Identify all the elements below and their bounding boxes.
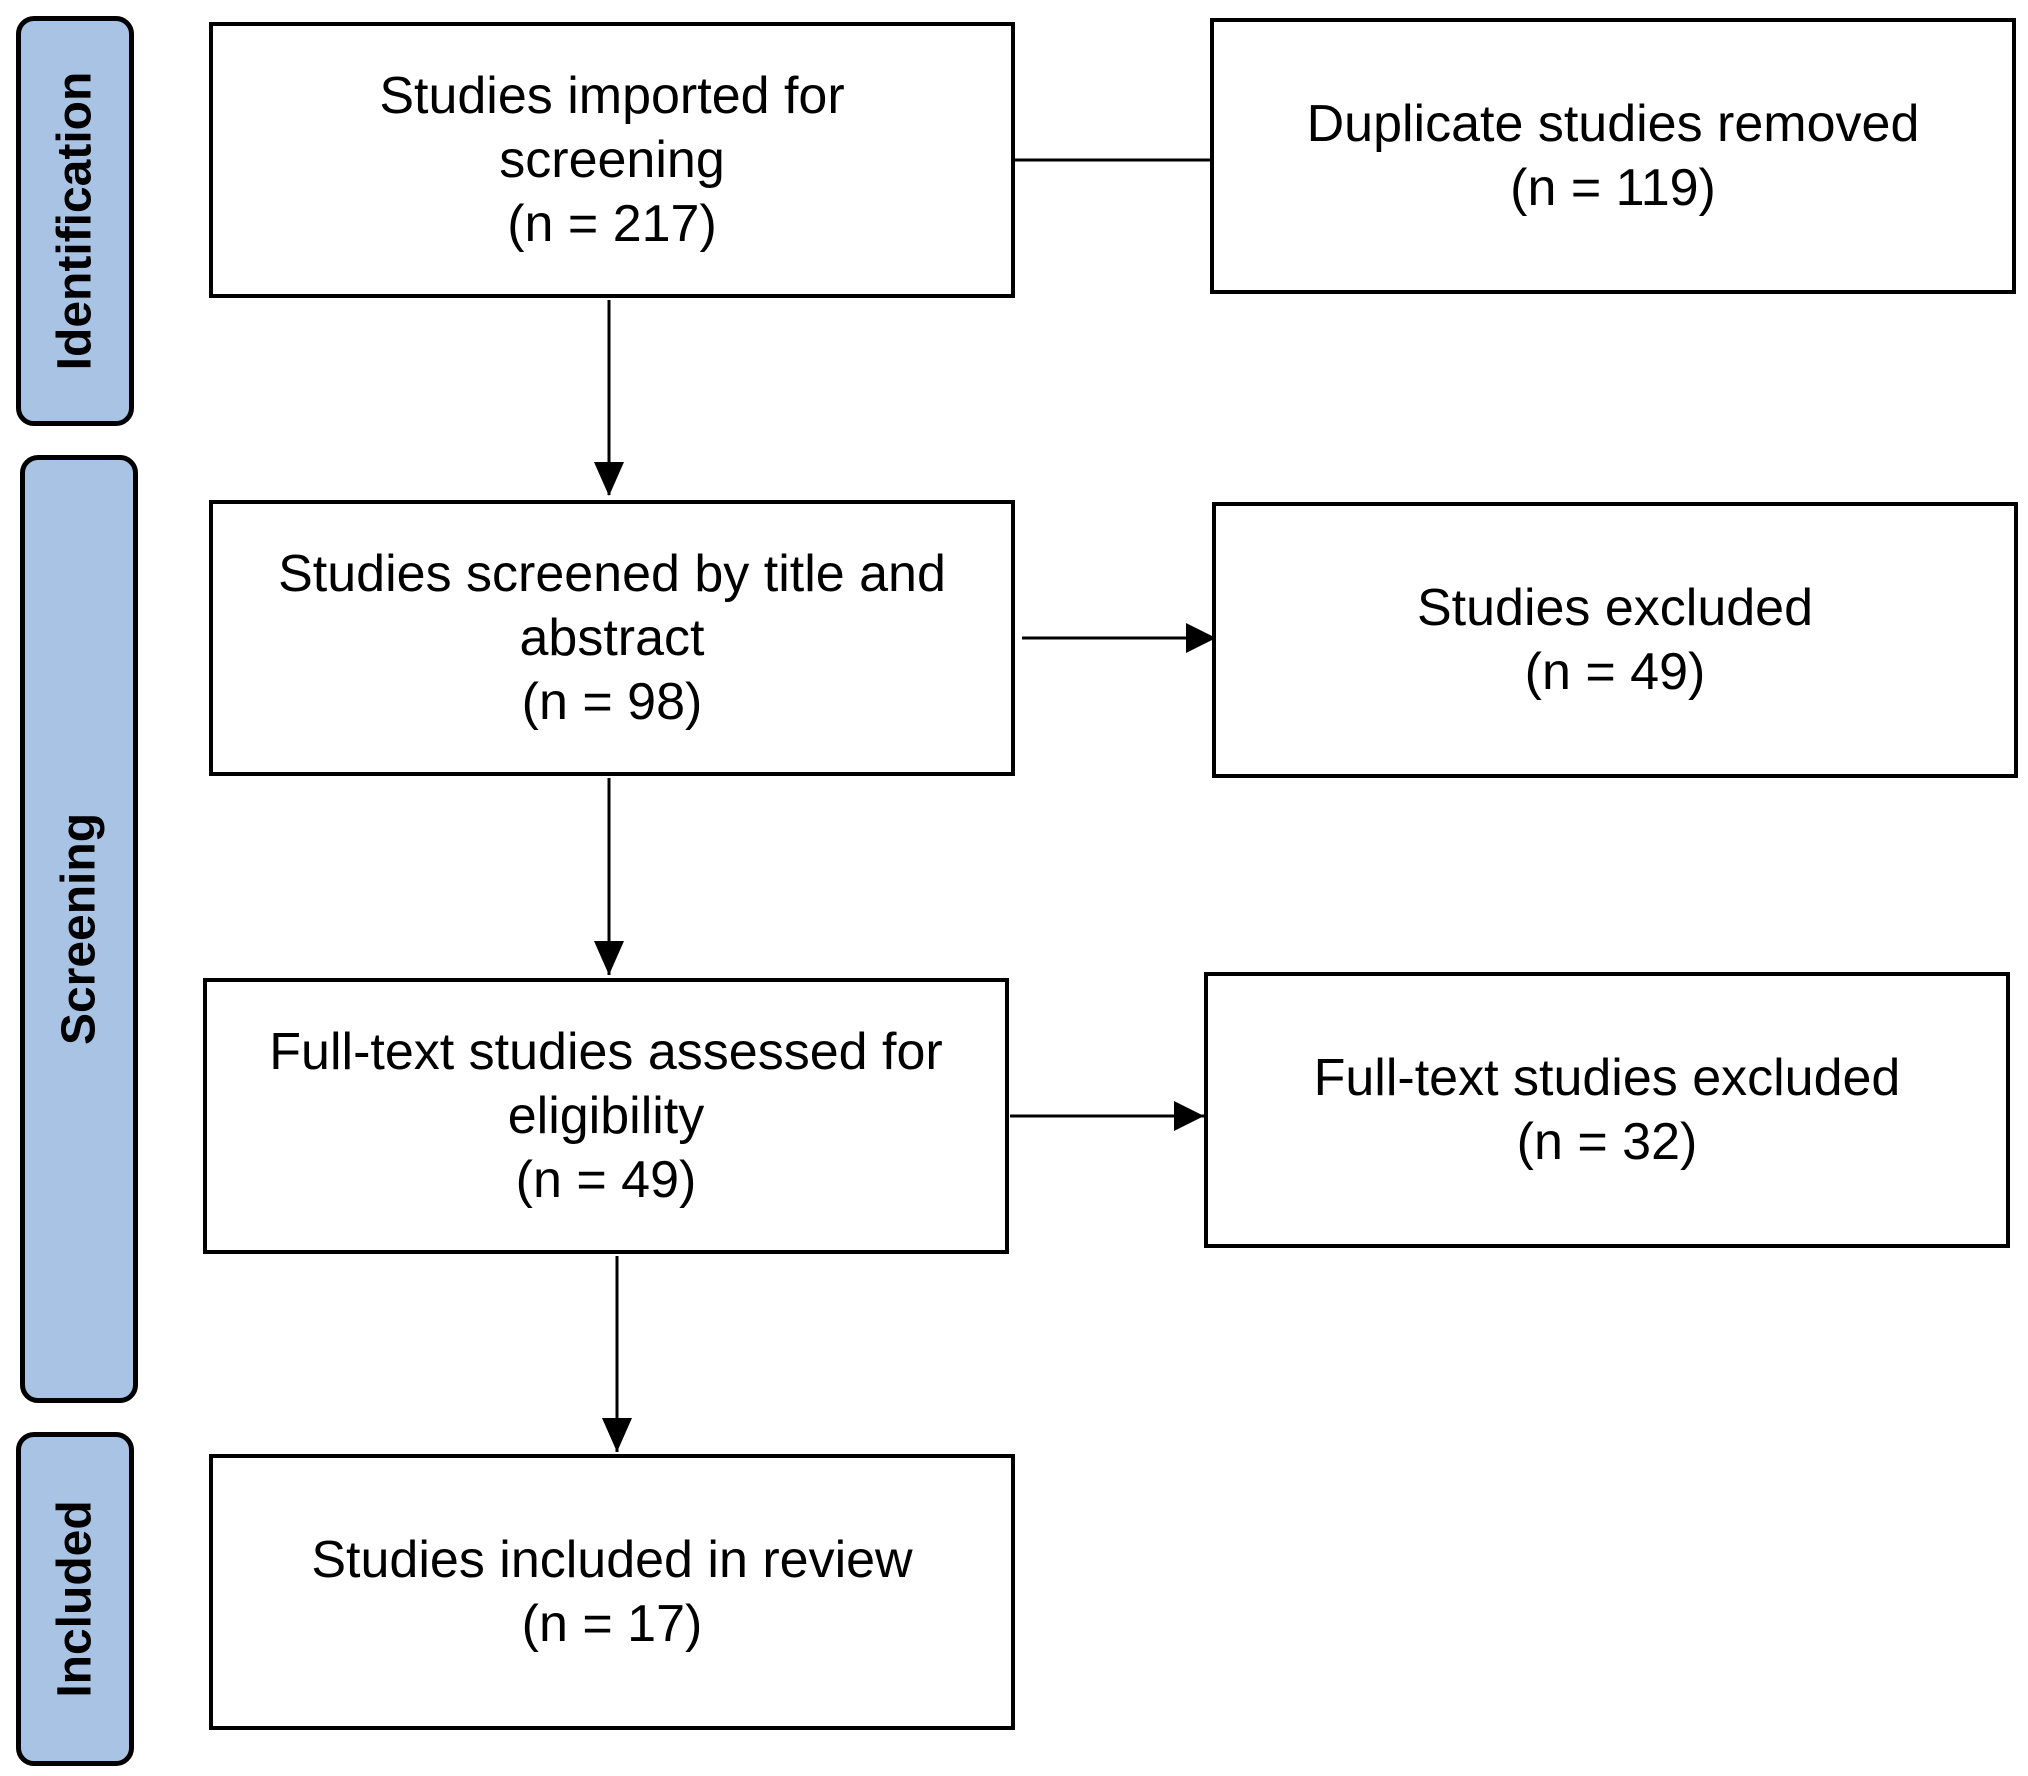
phase-identification: Identification bbox=[16, 16, 134, 426]
arrowhead-fulltext bbox=[594, 941, 624, 975]
phase-screening: Screening bbox=[20, 455, 138, 1403]
box-duplicates-removed-count: (n = 119) bbox=[1510, 159, 1716, 217]
arrowhead-included bbox=[602, 1418, 632, 1452]
box-studies-screened-label: Studies screened by title and abstract bbox=[278, 545, 946, 667]
box-duplicates-removed-label: Duplicate studies removed bbox=[1306, 95, 1920, 153]
box-studies-excluded-label: Studies excluded bbox=[1416, 579, 1814, 637]
box-fulltext-excluded-count: (n = 32) bbox=[1516, 1113, 1698, 1171]
arrowhead-fulltext-excluded bbox=[1174, 1101, 1204, 1131]
box-studies-excluded-count: (n = 49) bbox=[1524, 643, 1706, 701]
box-studies-imported-count: (n = 217) bbox=[507, 195, 717, 253]
box-fulltext-assessed-label: Full-text studies assessed for eligibili… bbox=[269, 1023, 943, 1145]
box-studies-excluded: Studies excluded (n = 49) bbox=[1212, 502, 2018, 778]
box-fulltext-excluded: Full-text studies excluded (n = 32) bbox=[1204, 972, 2010, 1248]
phase-included: Included bbox=[16, 1432, 134, 1766]
box-studies-screened-count: (n = 98) bbox=[521, 673, 703, 731]
arrowhead-excluded bbox=[1186, 623, 1216, 653]
box-studies-screened: Studies screened by title and abstract (… bbox=[209, 500, 1015, 776]
box-studies-imported-label: Studies imported for screening bbox=[379, 67, 845, 189]
box-fulltext-assessed: Full-text studies assessed for eligibili… bbox=[203, 978, 1009, 1254]
box-fulltext-excluded-label: Full-text studies excluded bbox=[1313, 1049, 1901, 1107]
box-studies-included: Studies included in review (n = 17) bbox=[209, 1454, 1015, 1730]
box-duplicates-removed: Duplicate studies removed (n = 119) bbox=[1210, 18, 2016, 294]
box-fulltext-assessed-count: (n = 49) bbox=[515, 1151, 697, 1209]
box-studies-included-label: Studies included in review bbox=[311, 1531, 913, 1589]
box-studies-included-count: (n = 17) bbox=[521, 1595, 703, 1653]
box-studies-imported: Studies imported for screening (n = 217) bbox=[209, 22, 1015, 298]
arrowhead-screened bbox=[594, 462, 624, 496]
